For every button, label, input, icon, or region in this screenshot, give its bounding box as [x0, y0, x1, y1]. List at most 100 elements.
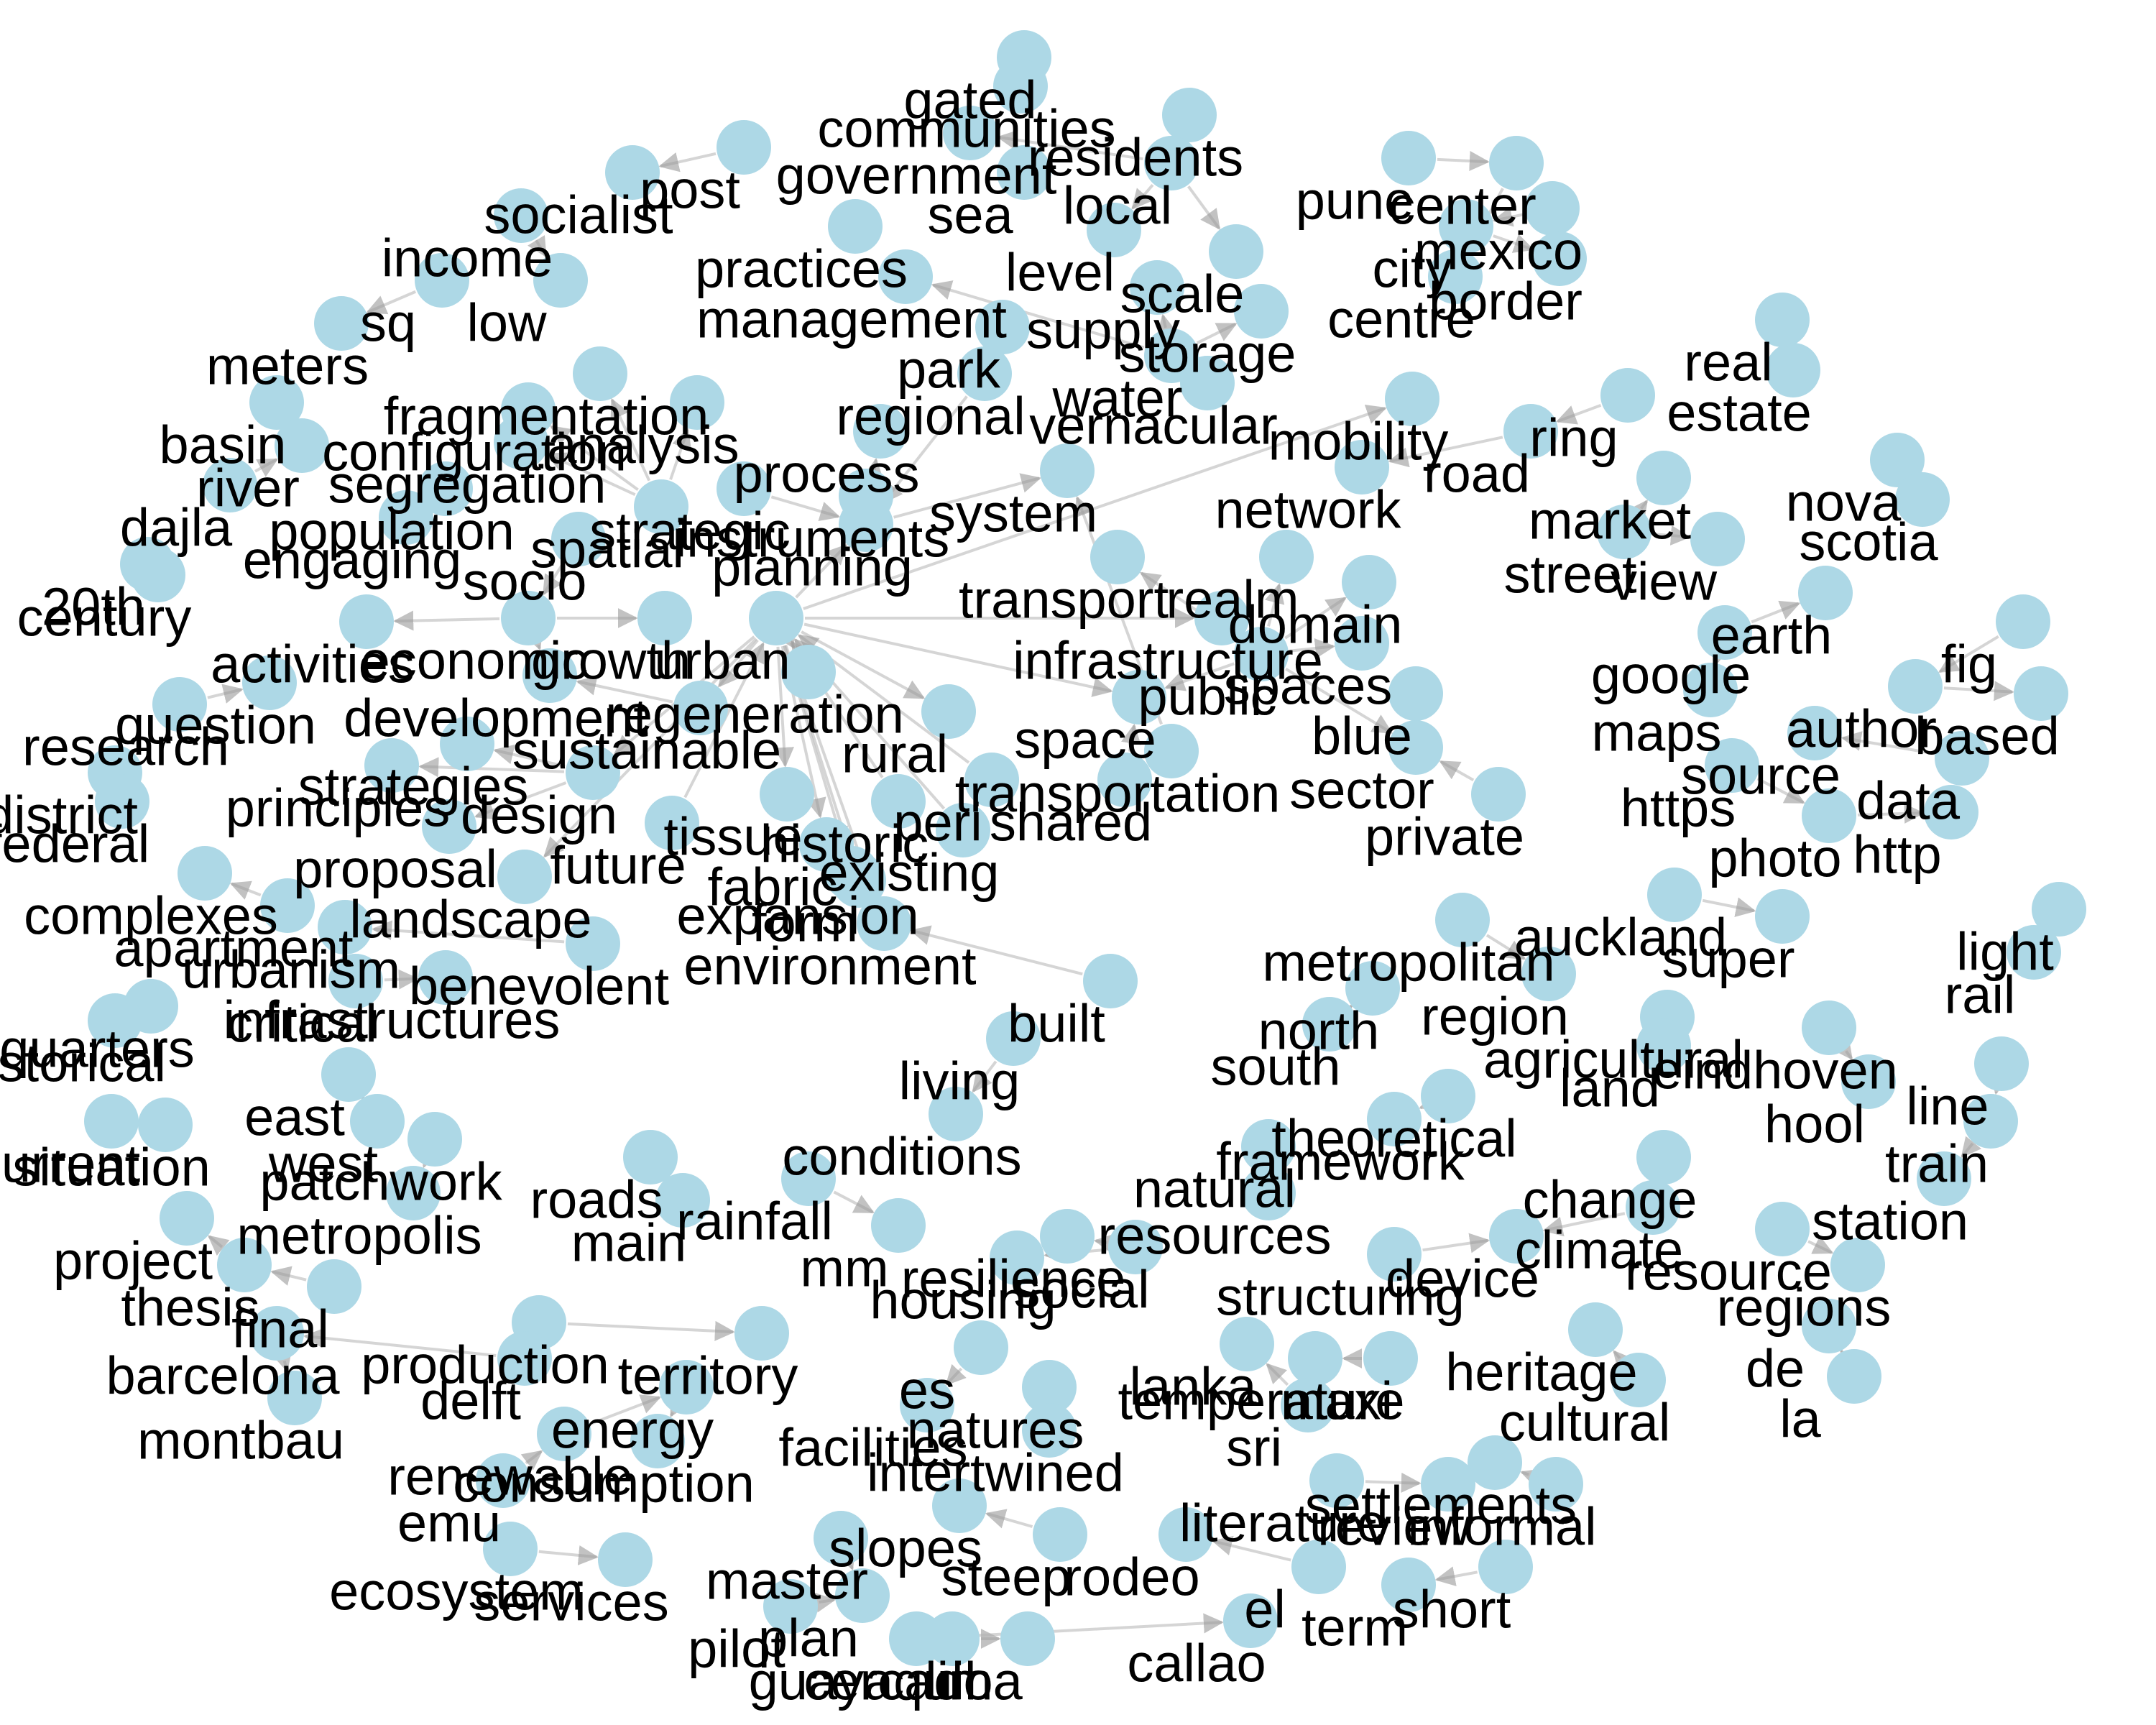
node-regional[interactable]	[957, 346, 1012, 401]
node-communities[interactable]	[993, 59, 1048, 114]
node-de[interactable]	[1802, 1299, 1856, 1353]
node-lima[interactable]	[1000, 1611, 1055, 1666]
node-el[interactable]	[1291, 1540, 1346, 1594]
node-train[interactable]	[1963, 1094, 2018, 1149]
node-territory[interactable]	[734, 1306, 789, 1361]
node-intertwined[interactable]	[1022, 1403, 1077, 1458]
node-cultural[interactable]	[1611, 1353, 1666, 1407]
node-term[interactable]	[1381, 1558, 1436, 1612]
node-realm[interactable]	[1259, 530, 1314, 584]
node-spaces[interactable]	[1335, 616, 1389, 671]
node-level[interactable]	[1087, 203, 1141, 257]
node-analysis[interactable]	[670, 375, 724, 430]
node-historical[interactable]	[88, 993, 142, 1048]
node-natures[interactable]	[1022, 1360, 1077, 1414]
node-light[interactable]	[2032, 882, 2086, 937]
node-line[interactable]	[1974, 1036, 2029, 1091]
node-final[interactable]	[307, 1259, 361, 1314]
node-spatial[interactable]	[634, 479, 688, 534]
node-transportation[interactable]	[1144, 724, 1199, 778]
node-economic[interactable]	[501, 591, 556, 645]
node-heritage[interactable]	[1568, 1302, 1623, 1357]
node-eindhoven[interactable]	[1802, 1000, 1856, 1055]
node-city[interactable]	[1439, 199, 1493, 254]
node-question[interactable]	[242, 656, 297, 710]
node-data[interactable]	[1935, 731, 1989, 786]
node-rail[interactable]	[2007, 925, 2061, 980]
node-metropolis[interactable]	[386, 1166, 441, 1220]
node-regeneration[interactable]	[781, 645, 836, 699]
node-energy[interactable]	[659, 1360, 714, 1414]
node-domain[interactable]	[1342, 555, 1396, 610]
node-delft[interactable]	[497, 1331, 552, 1386]
node-space[interactable]	[1112, 670, 1166, 724]
node-living[interactable]	[986, 1011, 1041, 1066]
node-strategic[interactable]	[717, 461, 771, 516]
node-social[interactable]	[1108, 1220, 1163, 1274]
node-view[interactable]	[1690, 512, 1745, 566]
node-future[interactable]	[645, 796, 699, 850]
node-federal[interactable]	[95, 774, 149, 829]
node-maxi[interactable]	[1363, 1331, 1418, 1386]
node-project[interactable]	[160, 1191, 214, 1246]
node-benevolent[interactable]	[566, 916, 620, 971]
node-sustainable[interactable]	[673, 681, 728, 735]
node-socialist[interactable]	[605, 145, 660, 200]
node-low[interactable]	[533, 253, 588, 308]
node-cercado[interactable]	[925, 1611, 980, 1666]
node-engaging[interactable]	[379, 490, 433, 545]
node-socio[interactable]	[551, 512, 606, 566]
node-post[interactable]	[717, 120, 771, 175]
node-practices[interactable]	[828, 199, 883, 254]
node-barcelona[interactable]	[249, 1306, 304, 1361]
node-centre[interactable]	[1428, 249, 1483, 304]
node-system[interactable]	[1040, 443, 1095, 498]
node-review[interactable]	[1421, 1457, 1475, 1512]
node-super[interactable]	[1755, 889, 1810, 944]
node-renewable[interactable]	[537, 1407, 591, 1461]
node-google[interactable]	[1697, 605, 1752, 660]
node-climate[interactable]	[1626, 1180, 1680, 1235]
node-infrastructure[interactable]	[1194, 591, 1249, 645]
node-fragmentation[interactable]	[573, 346, 627, 401]
node-scale[interactable]	[1209, 224, 1263, 279]
node-rural[interactable]	[921, 684, 976, 739]
node-informal[interactable]	[1529, 1457, 1583, 1512]
node-land[interactable]	[1636, 1018, 1691, 1073]
node-literature[interactable]	[1309, 1453, 1364, 1508]
node-resources[interactable]	[1241, 1166, 1296, 1220]
node-lanka[interactable]	[1220, 1317, 1274, 1371]
node-resource[interactable]	[1755, 1202, 1810, 1256]
node-pune[interactable]	[1381, 131, 1436, 185]
node-framework[interactable]	[1367, 1092, 1422, 1146]
node-vernacular[interactable]	[1180, 356, 1235, 410]
node-mm[interactable]	[871, 1198, 926, 1253]
node-services[interactable]	[598, 1532, 653, 1587]
node-blue[interactable]	[1388, 666, 1443, 721]
node-conditions[interactable]	[929, 1087, 983, 1141]
node-main[interactable]	[655, 1173, 710, 1228]
node-natural[interactable]	[1241, 1119, 1296, 1174]
node-slopes[interactable]	[932, 1478, 987, 1533]
node-regions[interactable]	[1830, 1238, 1885, 1292]
node-mobility[interactable]	[1385, 372, 1439, 426]
node-ecosystem[interactable]	[483, 1522, 538, 1576]
node-road[interactable]	[1503, 404, 1558, 459]
node-author[interactable]	[1888, 659, 1943, 714]
node-earth[interactable]	[1798, 566, 1853, 620]
node-government[interactable]	[943, 106, 998, 160]
node-design[interactable]	[566, 745, 620, 800]
node-http[interactable]	[1924, 785, 1978, 840]
node-segregation[interactable]	[494, 415, 548, 469]
node-emu[interactable]	[476, 1453, 530, 1508]
node-scotia[interactable]	[1895, 472, 1950, 527]
node-environment[interactable]	[857, 896, 911, 951]
node-income[interactable]	[494, 188, 548, 243]
node-es[interactable]	[954, 1320, 1008, 1375]
node-settlements[interactable]	[1468, 1435, 1522, 1490]
node-situation[interactable]	[138, 1098, 193, 1152]
node-plan[interactable]	[835, 1568, 890, 1623]
node-infrastructures[interactable]	[418, 950, 473, 1005]
node-metropolitan[interactable]	[1435, 893, 1490, 947]
node-facilities[interactable]	[900, 1378, 954, 1432]
